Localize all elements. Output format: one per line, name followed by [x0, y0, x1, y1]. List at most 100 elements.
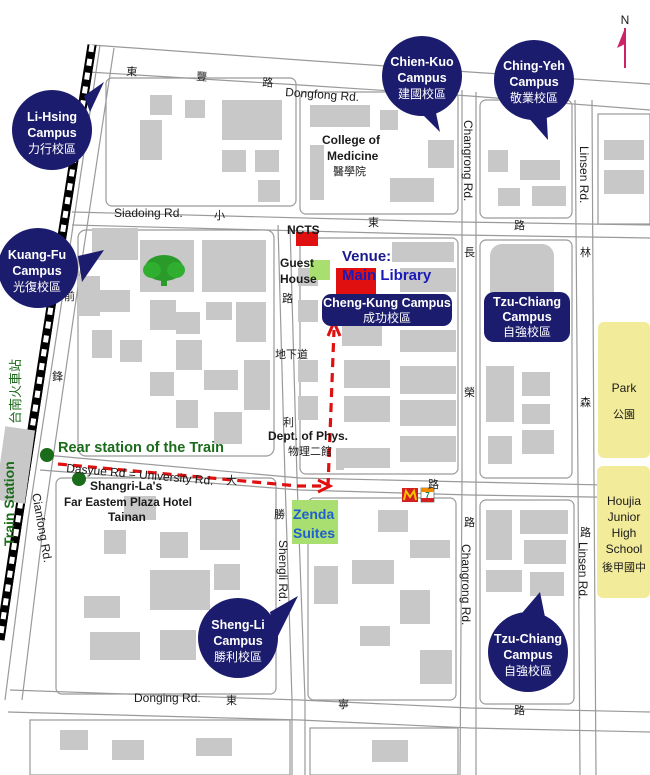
- road-cianfong-east-edge: [21, 47, 115, 701]
- road-label-cianfong-zh: 鋒: [52, 369, 63, 383]
- building: [255, 150, 279, 172]
- road-siadoing: [71, 211, 650, 226]
- shangri-la-label: Shangri-La's: [90, 479, 163, 493]
- building: [214, 412, 242, 444]
- building: [486, 510, 512, 560]
- block-outline: [307, 497, 457, 701]
- road-label-cianfong-zh: 前: [64, 289, 75, 303]
- building: [420, 650, 452, 684]
- guest-house-label: House: [280, 272, 317, 286]
- building: [490, 244, 554, 304]
- building: [124, 496, 156, 520]
- school-area: [597, 466, 650, 598]
- tzu-chiang-south-label: Campus: [503, 648, 552, 662]
- zenda-building: [292, 500, 338, 544]
- road-linsen: [574, 99, 581, 775]
- road-label-siadoing: Siadoing Rd.: [114, 206, 183, 220]
- road-donging-south-edge: [7, 711, 650, 733]
- building: [488, 150, 508, 172]
- road-label-changrong-south: Changrong Rd.: [459, 544, 473, 625]
- road-label-linsen-south: Linsen Rd.: [576, 542, 590, 599]
- building: [112, 740, 144, 760]
- building: [100, 290, 130, 312]
- building: [314, 566, 338, 604]
- sheng-li-label-zh: 勝利校區: [214, 649, 262, 664]
- building: [196, 738, 232, 756]
- building: [372, 740, 408, 762]
- road-label-siadoing-zh: 小: [214, 209, 225, 222]
- zenda-label: Suites: [293, 525, 335, 541]
- dept-phys-label: Dept. of Phys.: [268, 429, 348, 443]
- tzu-chiang-south-label-zh: 自強校區: [504, 663, 552, 678]
- road-label-dongfong-zh: 路: [262, 76, 274, 90]
- road-donging: [9, 689, 650, 713]
- building: [120, 340, 142, 362]
- building: [150, 95, 172, 115]
- road-label-donging-zh: 東: [226, 694, 237, 707]
- park-area: [598, 322, 650, 458]
- tzu-chiang-label-zh: 自強校區: [503, 324, 551, 339]
- building: [522, 372, 550, 396]
- road-shengli-east-edge: [289, 224, 306, 775]
- road-label-donging: Donging Rd.: [134, 691, 201, 705]
- building: [400, 366, 456, 394]
- road-cianfong: [4, 44, 101, 701]
- place-labels: NCTS Guest House Venue: Main Library Col…: [64, 133, 646, 574]
- building: [532, 186, 566, 206]
- building: [298, 300, 318, 322]
- rear-station-label: Rear station of the Train: [58, 440, 224, 456]
- cheng-kung-label: Cheng-Kung Campus: [323, 296, 451, 310]
- building: [185, 100, 205, 118]
- road-dasyue-south-edge: [39, 469, 650, 499]
- road-label-linsen-zh: 路: [580, 526, 591, 539]
- building: [604, 140, 644, 160]
- building: [298, 360, 318, 382]
- road-label-dongfong-zh: 東: [126, 65, 138, 79]
- road-label-shengli-zh: 利: [283, 416, 294, 429]
- ching-yeh-label-zh: 敬業校區: [510, 90, 558, 105]
- building: [522, 430, 554, 454]
- campus-bubble-tzu-chiang-south: Tzu-Chiang Campus 自強校區: [488, 592, 568, 692]
- building: [244, 360, 270, 410]
- building: [522, 404, 550, 424]
- building: [176, 400, 198, 428]
- road-label-changrong-zh: 路: [464, 516, 475, 529]
- building: [520, 160, 560, 180]
- road-network: [4, 44, 650, 775]
- road-label-dongfong-zh: 豐: [196, 70, 208, 84]
- road-label-siadoing-zh: 路: [514, 219, 525, 232]
- train-station-building: [0, 426, 36, 504]
- li-hsing-label: Campus: [27, 126, 76, 140]
- train-station-label-zh: 台南火車站: [8, 359, 23, 424]
- campus-bubble-kuang-fu: Kuang-Fu Campus 光復校區: [0, 228, 104, 308]
- railway-track: [0, 44, 97, 641]
- building: [222, 100, 282, 140]
- ching-yeh-label: Campus: [509, 75, 558, 89]
- building: [160, 630, 196, 660]
- road-label-changrong: Changrong Rd.: [461, 120, 475, 201]
- shangri-la-marker: [72, 472, 86, 486]
- building: [84, 596, 120, 618]
- building: [298, 396, 318, 420]
- road-label-linsen-zh: 林: [580, 245, 591, 259]
- building: [524, 540, 566, 564]
- road-label-underpass: 地下道: [275, 347, 308, 361]
- ncts-label: NCTS: [287, 223, 320, 237]
- building: [310, 145, 324, 200]
- park-label: Park: [612, 381, 638, 395]
- block-outline: [55, 477, 277, 695]
- block-outline: [29, 719, 291, 775]
- guest-house-label: Guest: [280, 256, 314, 270]
- building: [150, 570, 210, 610]
- houjia-label: High: [612, 526, 637, 540]
- shangri-la-label: Tainan: [108, 510, 146, 524]
- block-outline: [299, 237, 459, 475]
- venue-label: Venue:: [342, 248, 391, 265]
- college-medicine-label: College of: [322, 133, 381, 147]
- houjia-label: School: [606, 542, 643, 556]
- road-label-dongfong: Dongfong Rd.: [285, 85, 360, 104]
- block-outline: [77, 229, 275, 457]
- sheng-li-label: Sheng-Li: [211, 618, 264, 632]
- building: [400, 436, 456, 462]
- houjia-label-zh: 後甲國中: [602, 560, 646, 574]
